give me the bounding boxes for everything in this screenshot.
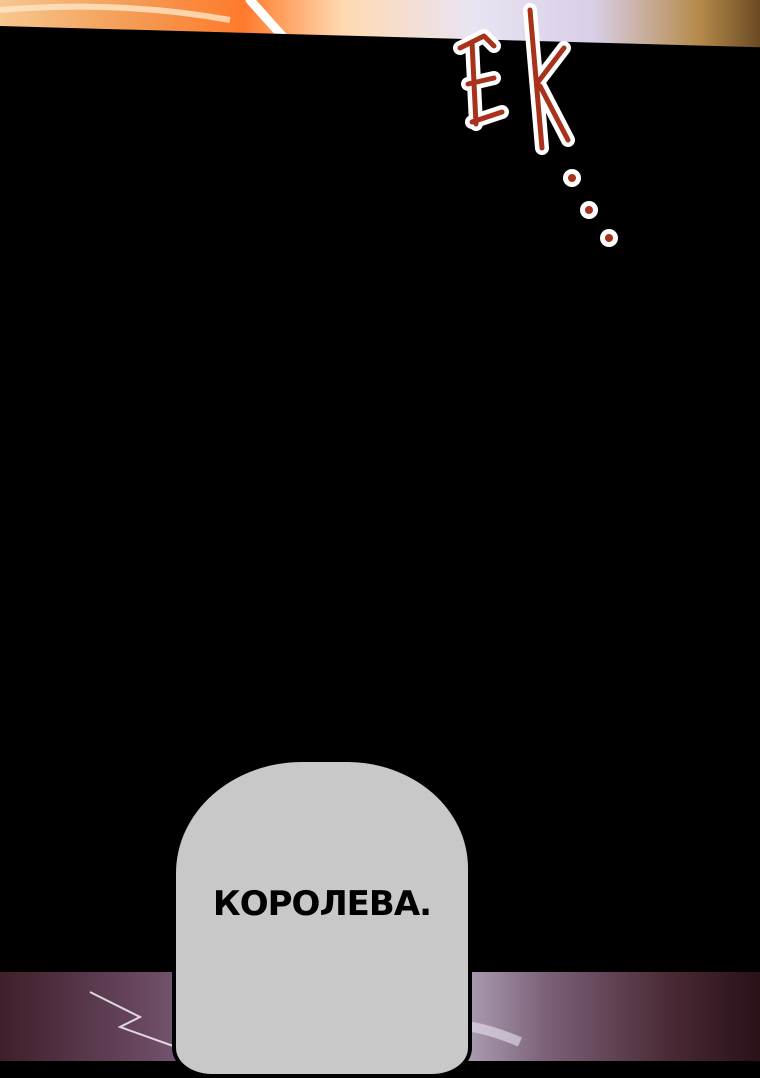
sound-effect: [446, 0, 646, 260]
speech-bubble-text: КОРОЛЕВА.: [212, 884, 432, 924]
sfx-lettering: [453, 3, 618, 247]
speech-bubble: [172, 758, 472, 1078]
sfx-dots: [563, 169, 618, 247]
